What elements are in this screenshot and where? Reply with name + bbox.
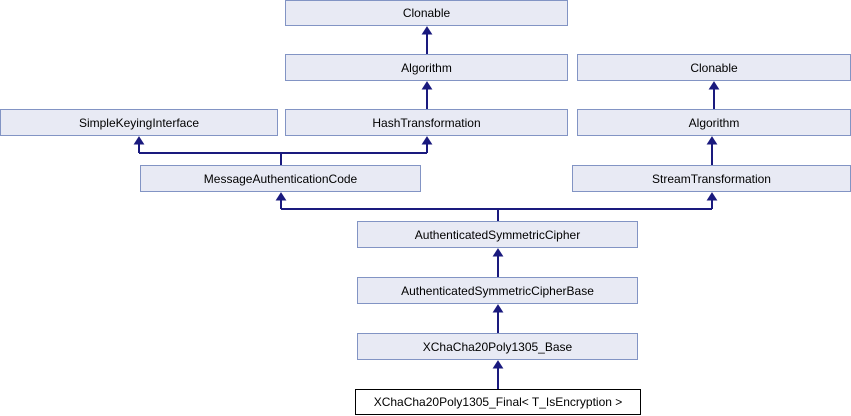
class-node-mac[interactable]: MessageAuthenticationCode [140, 165, 421, 192]
class-node-hashtransform[interactable]: HashTransformation [285, 109, 568, 136]
class-node-label: Clonable [402, 6, 451, 20]
class-node-xchachafinal[interactable]: XChaCha20Poly1305_Final< T_IsEncryption … [355, 389, 641, 415]
class-node-label: XChaCha20Poly1305_Base [422, 339, 573, 354]
class-node-asc[interactable]: AuthenticatedSymmetricCipher [357, 221, 638, 248]
class-node-label: Clonable [690, 60, 738, 75]
class-node-label: Algorithm [688, 115, 740, 130]
class-node-simplekeying[interactable]: SimpleKeyingInterface [0, 109, 278, 136]
class-node-clonable_left[interactable]: Clonable [285, 0, 568, 26]
class-node-streamtransform[interactable]: StreamTransformation [572, 165, 851, 192]
class-node-label: AuthenticatedSymmetricCipher [414, 227, 581, 242]
class-node-label: StreamTransformation [652, 171, 771, 186]
class-node-algorithm_right[interactable]: Algorithm [577, 109, 851, 136]
class-node-xchachabase[interactable]: XChaCha20Poly1305_Base [357, 333, 638, 360]
class-node-algorithm_left[interactable]: Algorithm [285, 54, 568, 81]
class-node-label: Algorithm [401, 60, 452, 75]
class-node-label: XChaCha20Poly1305_Final< T_IsEncryption … [373, 395, 623, 409]
class-node-label: HashTransformation [372, 115, 481, 130]
class-node-label: AuthenticatedSymmetricCipherBase [401, 283, 594, 298]
class-node-ascbase[interactable]: AuthenticatedSymmetricCipherBase [357, 277, 638, 304]
class-node-label: MessageAuthenticationCode [203, 171, 358, 186]
class-node-label: SimpleKeyingInterface [78, 115, 200, 130]
class-node-clonable_right[interactable]: Clonable [577, 54, 851, 81]
